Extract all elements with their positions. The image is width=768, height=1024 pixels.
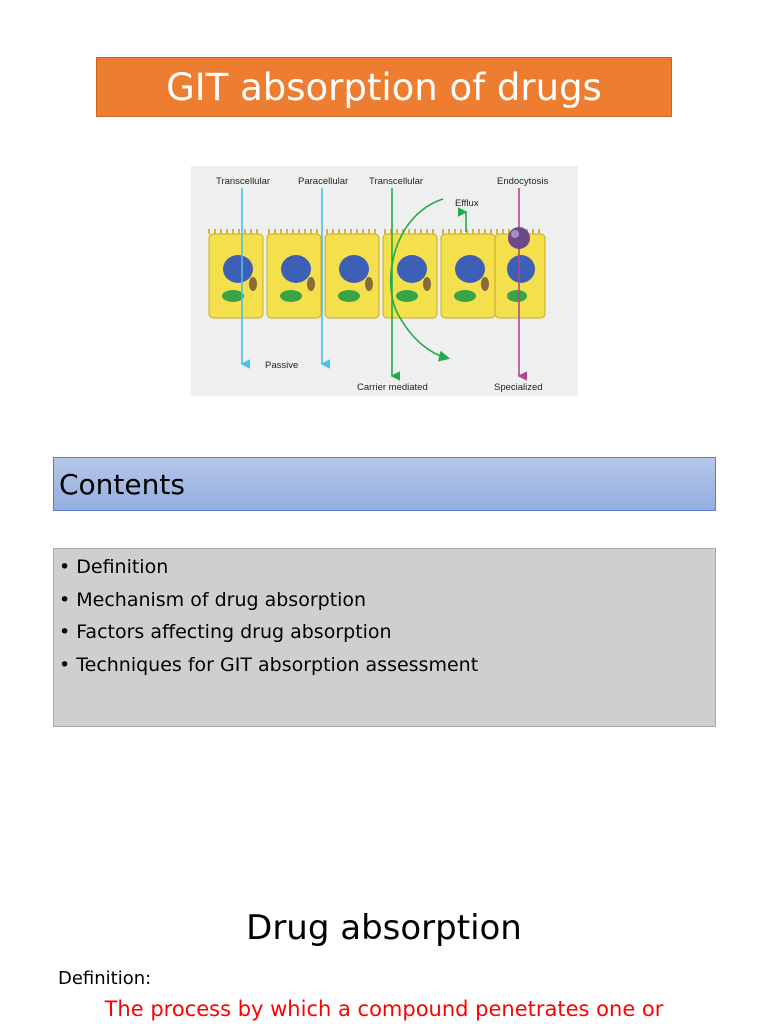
label-passive: Passive xyxy=(265,360,298,371)
contents-heading-box: Contents xyxy=(53,457,716,511)
section-title: Drug absorption xyxy=(246,908,522,948)
absorption-diagram-svg: Transcellular Paracellular Transcellular… xyxy=(208,176,548,393)
list-item: Definition xyxy=(59,551,715,584)
absorption-diagram: Transcellular Paracellular Transcellular… xyxy=(191,166,578,396)
cell xyxy=(324,233,380,319)
label-carrier-mediated: Carrier mediated xyxy=(357,382,428,393)
contents-list-box: Definition Mechanism of drug absorption … xyxy=(53,548,716,727)
cell xyxy=(382,233,438,319)
list-item: Factors affecting drug absorption xyxy=(59,616,715,649)
label-transcellular-1: Transcellular xyxy=(216,176,270,187)
definition-text: The process by which a compound penetrat… xyxy=(104,997,664,1021)
contents-heading: Contents xyxy=(59,467,185,501)
label-efflux: Efflux xyxy=(455,198,479,209)
label-paracellular: Paracellular xyxy=(298,176,348,187)
definition-label: Definition: xyxy=(58,968,152,989)
carrier-curve-arrow xyxy=(389,198,451,362)
endocytosis-vesicle xyxy=(508,227,530,249)
page-title: GIT absorption of drugs xyxy=(166,65,602,109)
cell xyxy=(494,233,546,319)
contents-list: Definition Mechanism of drug absorption … xyxy=(59,551,715,681)
list-item: Mechanism of drug absorption xyxy=(59,584,715,617)
label-transcellular-2: Transcellular xyxy=(369,176,423,187)
label-specialized: Specialized xyxy=(494,382,543,393)
list-item: Techniques for GIT absorption assessment xyxy=(59,649,715,682)
epithelial-cells xyxy=(208,229,546,319)
cell xyxy=(440,233,496,319)
cell xyxy=(266,233,322,319)
cell xyxy=(208,233,264,319)
title-banner: GIT absorption of drugs xyxy=(96,57,672,117)
label-endocytosis: Endocytosis xyxy=(497,176,548,187)
